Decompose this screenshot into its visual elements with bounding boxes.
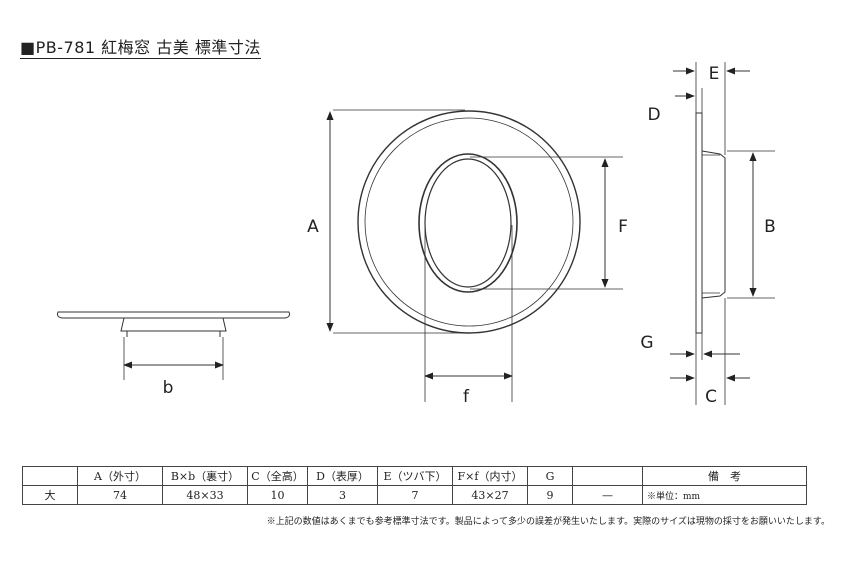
side-section-view	[670, 62, 775, 405]
table-cell-note: ※単位：mm	[642, 485, 807, 505]
page-title: ■PB-781 紅梅窓 古美 標準寸法	[20, 38, 261, 59]
table-cell: 43×27	[452, 485, 528, 505]
table-header: G	[527, 466, 573, 486]
table-header: 備 考	[642, 466, 807, 486]
dim-label-b: b	[163, 378, 174, 398]
table-cell: 大	[22, 485, 78, 505]
table-header: A（外寸）	[77, 466, 163, 486]
table-cell: 7	[377, 485, 453, 505]
dim-label-A: A	[307, 217, 319, 237]
dim-label-F: F	[618, 217, 628, 237]
front-view	[326, 109, 623, 402]
table-cell: —	[572, 485, 643, 505]
table-header: E（ツバ下）	[377, 466, 453, 486]
dim-label-G: G	[640, 333, 653, 353]
technical-drawing: b A F f	[57, 62, 776, 407]
table-header	[22, 466, 78, 486]
dim-label-C: C	[705, 387, 717, 407]
table-cell: 9	[527, 485, 573, 505]
table-cell: 3	[307, 485, 378, 505]
table-header: C（全高）	[247, 466, 308, 486]
dim-label-B: B	[764, 217, 776, 237]
dim-label-f: f	[463, 387, 470, 407]
spec-table-header-row: A（外寸） B×b（裏寸） C（全高） D（表厚） E（ツバ下） F×f（内寸）…	[22, 466, 807, 486]
table-cell: 74	[77, 485, 163, 505]
side-profile-view	[57, 311, 290, 380]
table-cell: 10	[247, 485, 308, 505]
table-header: D（表厚）	[307, 466, 378, 486]
table-header	[572, 466, 643, 486]
table-header: B×b（裏寸）	[162, 466, 248, 486]
dim-label-D: D	[647, 105, 660, 125]
footnote: ※上記の数値はあくまでも参考標準寸法です。製品によって多少の誤差が発生いたします…	[266, 517, 830, 527]
table-header: F×f（内寸）	[452, 466, 528, 486]
spec-table-row: 大 74 48×33 10 3 7 43×27 9 — ※単位：mm	[22, 485, 807, 505]
table-cell: 48×33	[162, 485, 248, 505]
dim-label-E: E	[709, 64, 720, 84]
spec-table: A（外寸） B×b（裏寸） C（全高） D（表厚） E（ツバ下） F×f（内寸）…	[22, 466, 807, 505]
